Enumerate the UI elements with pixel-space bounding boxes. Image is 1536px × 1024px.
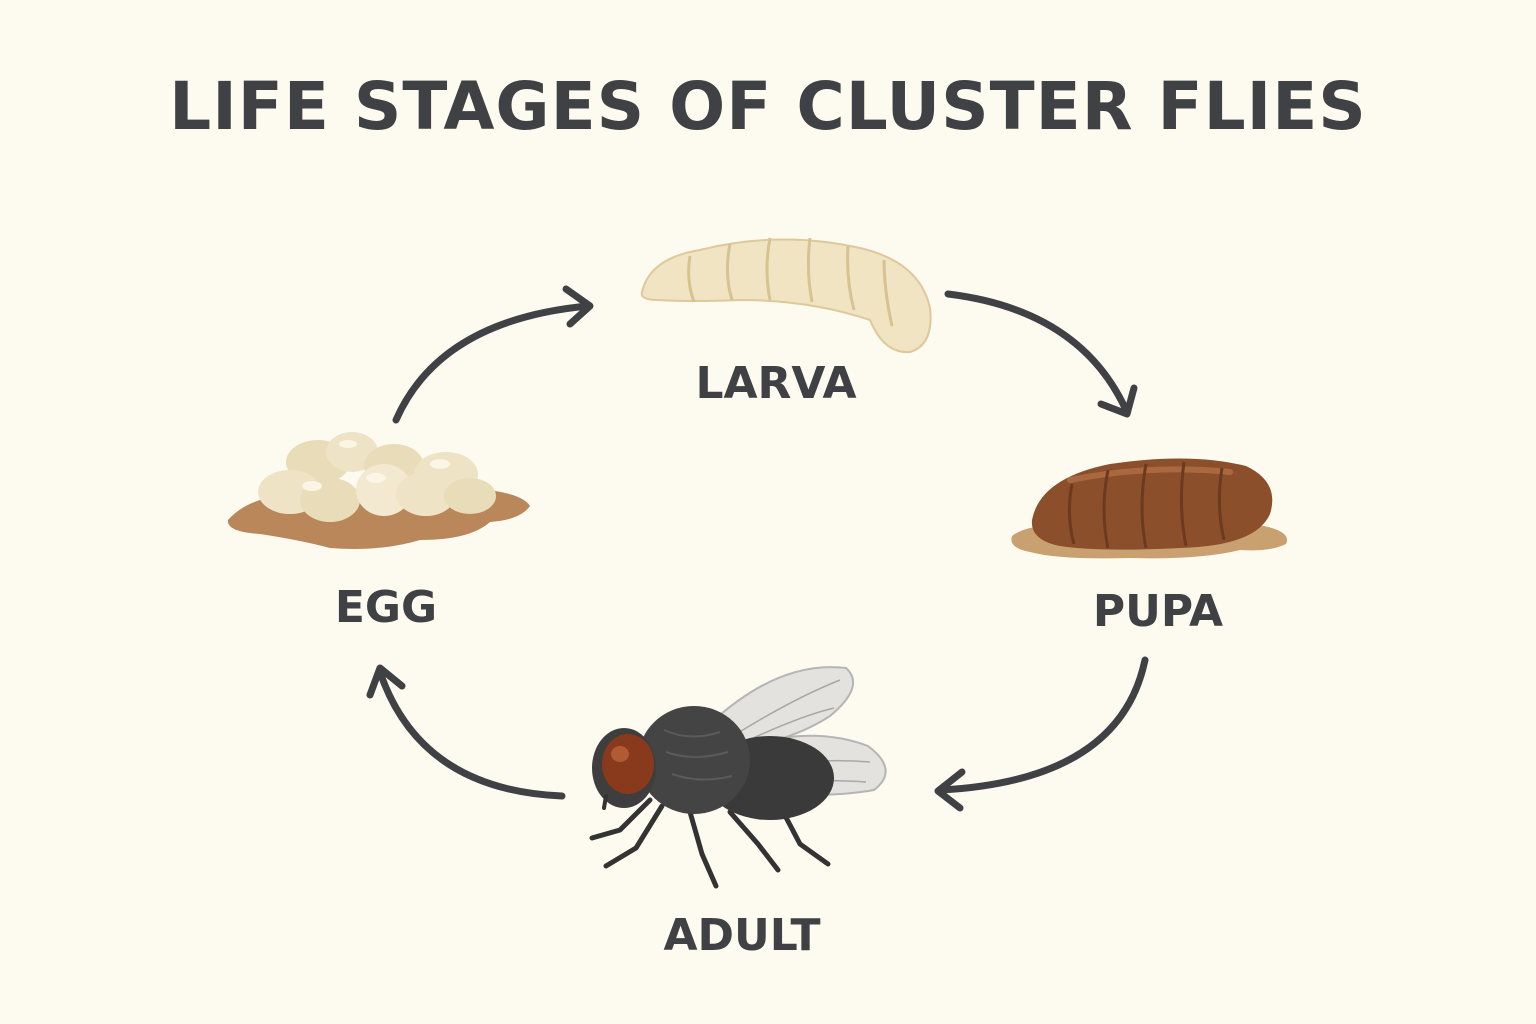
pupa-icon (1011, 458, 1288, 559)
egg-cluster-icon (227, 432, 530, 549)
adult-fly-icon (589, 666, 887, 889)
arrow-egg-to-larva (392, 285, 594, 424)
arrow-pupa-to-adult (934, 656, 1149, 812)
larva-icon (640, 237, 932, 354)
page-title: LIFE STAGES OF CLUSTER FLIES (169, 68, 1367, 145)
stage-label-pupa: PUPA (1092, 586, 1224, 637)
stage-label-adult: ADULT (663, 910, 821, 961)
stage-label-egg: EGG (334, 582, 438, 633)
arrow-larva-to-pupa (944, 290, 1138, 418)
stage-label-larva: LARVA (695, 358, 857, 409)
arrow-adult-to-egg (366, 664, 566, 800)
